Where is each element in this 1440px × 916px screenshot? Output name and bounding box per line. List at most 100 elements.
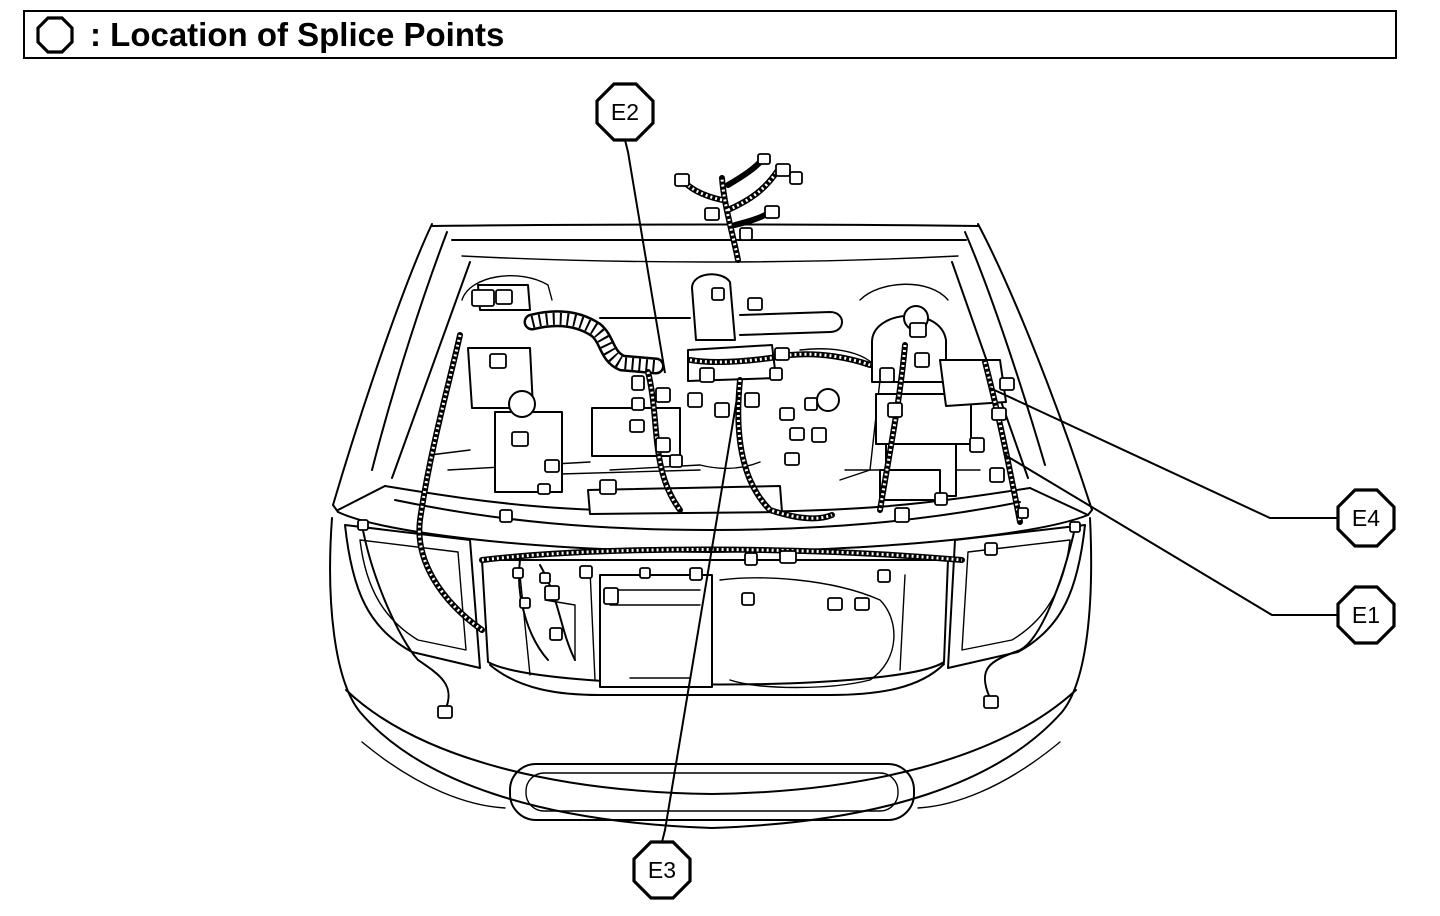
- connector: [544, 459, 560, 473]
- grille-frame: [481, 559, 949, 686]
- connector: [757, 153, 771, 165]
- left-fender-outer: [332, 223, 433, 506]
- connector: [914, 352, 930, 368]
- connector: [779, 550, 797, 564]
- brake-reservoir: [508, 390, 536, 418]
- wire-harnesses: [361, 157, 1076, 709]
- callout-e3: E3: [632, 840, 692, 900]
- left-fender-inner: [371, 231, 448, 471]
- connector: [537, 483, 551, 495]
- callout-e4: E4: [1336, 488, 1396, 548]
- connector: [854, 597, 870, 611]
- connector: [804, 397, 818, 411]
- connector: [879, 367, 895, 383]
- callout-label: E3: [648, 857, 676, 883]
- callout-label: E2: [611, 99, 639, 125]
- connector: [512, 567, 524, 579]
- right-strut-tower: [859, 283, 949, 301]
- belt-pulleys: [609, 461, 761, 471]
- connector: [779, 407, 795, 421]
- right-bank-cover: [799, 348, 881, 481]
- header-title: : Location of Splice Points: [90, 16, 504, 53]
- lower-crossmember: [489, 663, 945, 696]
- oil-cap: [816, 388, 840, 412]
- leader-line-e4: [989, 387, 1338, 519]
- connector: [784, 452, 800, 466]
- connector: [984, 542, 998, 556]
- connector: [744, 552, 758, 566]
- connector: [934, 492, 948, 506]
- connector: [741, 592, 755, 606]
- connector: [511, 431, 529, 447]
- connector: [674, 173, 690, 187]
- cowl-panel: [461, 255, 959, 263]
- octagon-icon: [595, 82, 655, 142]
- callout-label: E1: [1352, 602, 1380, 628]
- fan-shroud: [719, 577, 895, 689]
- octagon-icon: [1336, 488, 1396, 548]
- connector: [687, 392, 703, 408]
- connector: [811, 427, 827, 443]
- harness-engine-top-hatch: [689, 352, 871, 367]
- connector: [599, 479, 617, 495]
- connector: [639, 567, 651, 579]
- harness-left-hatch: [417, 334, 483, 632]
- bumper-outline: [329, 517, 1093, 829]
- connector: [744, 392, 760, 408]
- right-headlight: [947, 524, 1086, 669]
- intake-hose-ribs: [530, 312, 657, 372]
- harness-right-hatch: [878, 344, 1022, 523]
- leader-line-e1: [1004, 454, 1338, 616]
- callout-label: E4: [1352, 505, 1380, 531]
- right-corner: [1029, 487, 1093, 516]
- bumper-lower-lines: [361, 741, 1061, 809]
- left-corner: [332, 485, 386, 513]
- header-bar: : Location of Splice Points: [23, 10, 1397, 59]
- harness-right-headlight: [983, 527, 1076, 699]
- connector: [549, 627, 563, 641]
- lower-intake-inner: [525, 772, 899, 812]
- connector: [894, 507, 910, 523]
- connector: [495, 289, 513, 305]
- leader-line-e3: [661, 391, 739, 843]
- left-headlight-lens: [359, 539, 467, 651]
- connector: [655, 387, 671, 403]
- connector: [711, 287, 725, 301]
- bay-left-wall: [391, 261, 471, 479]
- connector: [519, 597, 531, 609]
- radiator-fins: [609, 589, 701, 679]
- harness-front-cross: [479, 546, 965, 563]
- callout-e2: E2: [595, 82, 655, 142]
- connector: [471, 289, 495, 307]
- connector: [544, 585, 560, 601]
- harness-center-hatch: [646, 371, 833, 520]
- harness-top-trunk-hatch: [680, 169, 780, 261]
- connector: [631, 397, 645, 411]
- grille-area: [481, 559, 949, 696]
- grille-struts: [519, 569, 906, 681]
- connector: [699, 367, 715, 383]
- connector: [631, 375, 645, 391]
- header-frame: [23, 10, 1397, 59]
- octagon-icon: [36, 16, 74, 54]
- leader-line-e2: [624, 139, 666, 374]
- connector: [909, 322, 927, 338]
- connector: [655, 437, 671, 453]
- abs-actuator: [494, 411, 563, 493]
- connector: [789, 427, 805, 441]
- connector: [969, 437, 985, 453]
- left-strut-tower: [461, 274, 553, 301]
- connector: [989, 467, 1005, 483]
- connector: [669, 454, 683, 468]
- connector: [629, 419, 645, 433]
- connector: [991, 407, 1007, 421]
- connector: [877, 569, 891, 583]
- connector: [689, 567, 703, 581]
- octagon-icon: [632, 840, 692, 900]
- intake-pipe: [599, 311, 843, 336]
- connector: [775, 163, 791, 177]
- right-fender-inner: [964, 231, 1046, 466]
- connector: [704, 207, 720, 221]
- connector: [747, 297, 763, 311]
- connector: [579, 565, 593, 579]
